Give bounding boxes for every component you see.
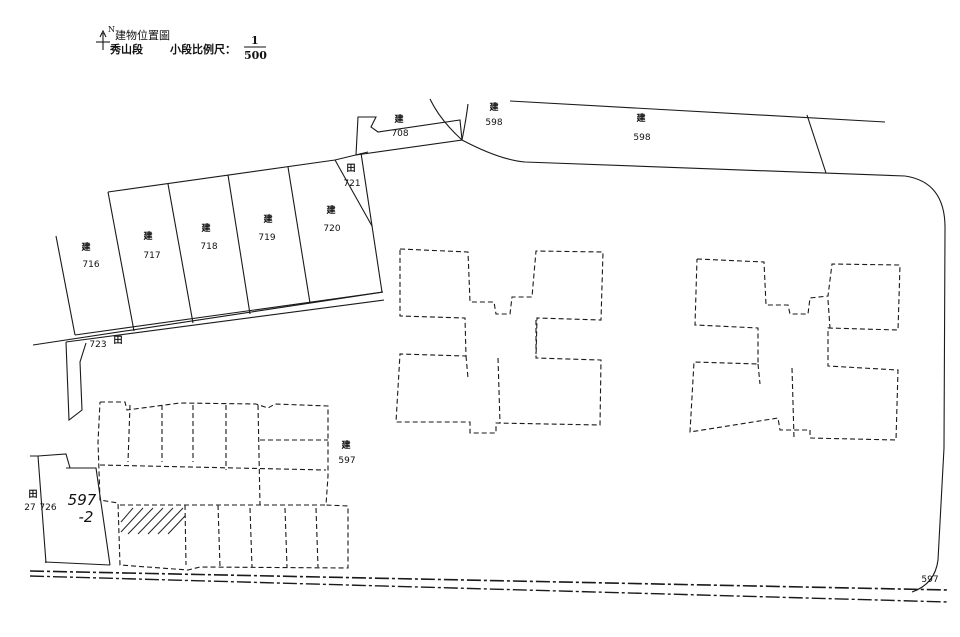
boundary-dash-dot (29, 570, 949, 603)
parcel-726-type: 田 (28, 489, 37, 500)
parcel-598b-type: 建 (636, 112, 646, 124)
parcel-716-type: 建 (81, 241, 91, 253)
handwritten-line1: 597 (68, 491, 97, 509)
parcel-597-corner-id: 597 (921, 575, 938, 585)
parcel-719-id: 719 (258, 233, 275, 243)
parcel-717-type: 建 (143, 230, 153, 242)
scale-denominator: 500 (244, 49, 267, 62)
scale-numerator: 1 (251, 34, 259, 47)
handwritten-note: 597 -2 (68, 491, 97, 526)
hatched-area (120, 507, 186, 535)
building-footprint-left (97, 401, 349, 571)
parcel-597-id: 597 (338, 456, 355, 466)
parcel-720-type: 建 (326, 204, 336, 216)
parcel-726-id: 726 (39, 503, 56, 513)
parcel-598a-type: 建 (489, 101, 499, 113)
building-footprint-right (689, 258, 901, 441)
parcel-718-id: 718 (200, 242, 217, 252)
parcel-598b-id: 598 (633, 133, 650, 143)
parcel-721-id: 721 (343, 179, 360, 189)
handwritten-line2: -2 (79, 508, 94, 526)
lot-boundaries (30, 98, 946, 593)
section-name: 秀山段 (110, 43, 143, 56)
map-title: 建物位置圖 (115, 29, 170, 42)
parcel-719-type: 建 (263, 213, 273, 225)
parcel-597-type: 建 (341, 439, 351, 451)
parcel-723-type: 田 (113, 335, 122, 346)
parcel-27-id: 27 (24, 503, 35, 513)
parcel-720-id: 720 (323, 224, 340, 234)
parcel-labels: 建 716 建 717 建 718 建 719 建 720 田 721 建 70… (24, 101, 938, 585)
parcel-708-type: 建 (394, 113, 404, 125)
building-footprint-center (395, 248, 604, 434)
parcel-598a-id: 598 (485, 118, 502, 128)
scale-label: 小段比例尺： (170, 43, 236, 56)
parcel-716-id: 716 (82, 260, 99, 270)
north-label: N (108, 25, 115, 34)
north-arrow-icon (96, 29, 110, 50)
parcel-717-id: 717 (143, 251, 160, 261)
parcel-708-id: 708 (391, 129, 408, 139)
parcel-718-type: 建 (201, 222, 211, 234)
parcel-721-type: 田 (346, 163, 355, 174)
parcel-723-id: 723 (89, 340, 106, 350)
